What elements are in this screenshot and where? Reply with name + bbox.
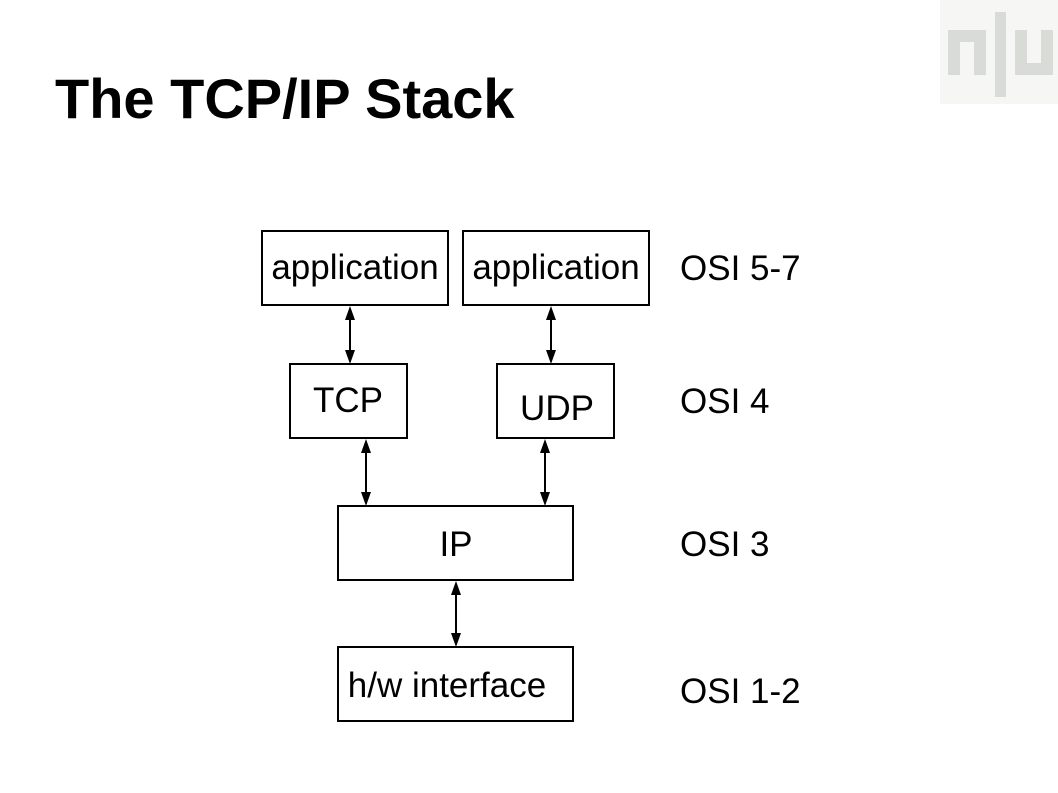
tcp-node: TCP [289, 363, 408, 439]
nlu-logo: nlu [940, 0, 1058, 104]
application-left-node: application [261, 230, 449, 306]
tcp-label: TCP [313, 381, 383, 420]
arrow-tcp-ip [361, 439, 371, 506]
slide-title: The TCP/IP Stack [55, 67, 515, 130]
application-left-label: application [271, 248, 438, 287]
arrow-ip-hw [451, 581, 461, 647]
udp-label: UDP [520, 389, 594, 428]
ip-label: IP [439, 525, 472, 564]
hw-interface-node: h/w interface [337, 646, 574, 722]
arrow-app-left-tcp [345, 306, 355, 364]
application-right-node: application [462, 230, 650, 306]
application-right-label: application [472, 248, 639, 287]
osi-layer-transport-label: OSI 4 [680, 382, 769, 421]
arrow-udp-ip [540, 439, 550, 506]
arrow-app-right-udp [546, 306, 556, 364]
osi-layer-app-label: OSI 5-7 [680, 249, 801, 288]
nlu-logo-icon [940, 0, 1058, 104]
udp-node: UDP [496, 363, 615, 439]
ip-node: IP [337, 505, 574, 581]
osi-layer-network-label: OSI 3 [680, 525, 769, 564]
hw-interface-label: h/w interface [348, 666, 546, 705]
osi-layer-link-label: OSI 1-2 [680, 672, 801, 711]
